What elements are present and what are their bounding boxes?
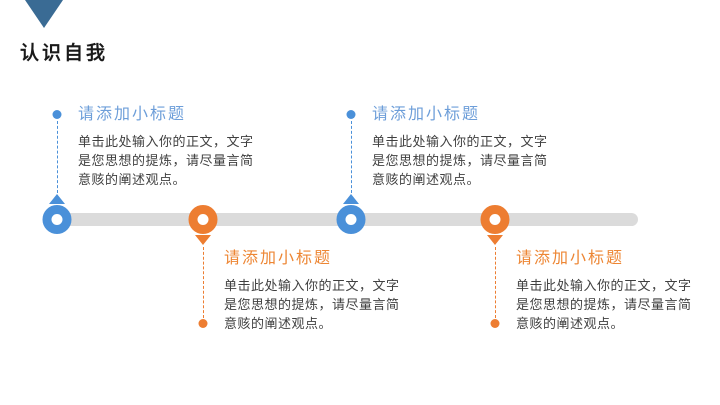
pointer-down-triangle-icon <box>195 235 211 245</box>
connector-dot-icon <box>198 319 208 328</box>
timeline-node-icon <box>336 205 366 234</box>
connector-dot-icon <box>52 110 62 119</box>
connector-dashed-line <box>494 247 496 318</box>
slide-title: 认识自我 <box>20 43 109 64</box>
pointer-up-triangle-icon <box>343 194 359 204</box>
pointer-up-triangle-icon <box>49 194 65 204</box>
text-placeholder-3[interactable]: 请添加小标题 单击此处输入你的正文，文字是您思想的提炼，请尽量言简意赅的阐述观点… <box>372 103 562 190</box>
item-subtitle[interactable]: 请添加小标题 <box>224 248 333 267</box>
item-subtitle[interactable]: 请添加小标题 <box>372 104 481 123</box>
item-body-text[interactable]: 单击此处输入你的正文，文字是您思想的提炼，请尽量言简意赅的阐述观点。 <box>224 279 400 332</box>
item-body-text[interactable]: 单击此处输入你的正文，文字是您思想的提炼，请尽量言简意赅的阐述观点。 <box>372 135 548 188</box>
text-placeholder-1[interactable]: 请添加小标题 单击此处输入你的正文，文字是您思想的提炼，请尽量言简意赅的阐述观点… <box>78 103 268 190</box>
text-placeholder-4[interactable]: 请添加小标题 单击此处输入你的正文，文字是您思想的提炼，请尽量言简意赅的阐述观点… <box>516 247 706 334</box>
pointer-down-triangle-icon <box>487 235 503 245</box>
item-subtitle[interactable]: 请添加小标题 <box>78 104 187 123</box>
header-triangle-icon <box>25 0 63 28</box>
connector-dot-icon <box>490 319 500 328</box>
item-subtitle[interactable]: 请添加小标题 <box>516 248 625 267</box>
timeline-node-icon <box>42 205 72 234</box>
connector-dot-icon <box>346 110 356 119</box>
connector-dashed-line <box>56 121 58 193</box>
item-body-text[interactable]: 单击此处输入你的正文，文字是您思想的提炼，请尽量言简意赅的阐述观点。 <box>516 279 692 332</box>
connector-dashed-line <box>202 247 204 318</box>
timeline-node-icon <box>188 205 218 234</box>
text-placeholder-2[interactable]: 请添加小标题 单击此处输入你的正文，文字是您思想的提炼，请尽量言简意赅的阐述观点… <box>224 247 414 334</box>
item-body-text[interactable]: 单击此处输入你的正文，文字是您思想的提炼，请尽量言简意赅的阐述观点。 <box>78 135 254 188</box>
timeline-node-icon <box>480 205 510 234</box>
connector-dashed-line <box>350 121 352 193</box>
